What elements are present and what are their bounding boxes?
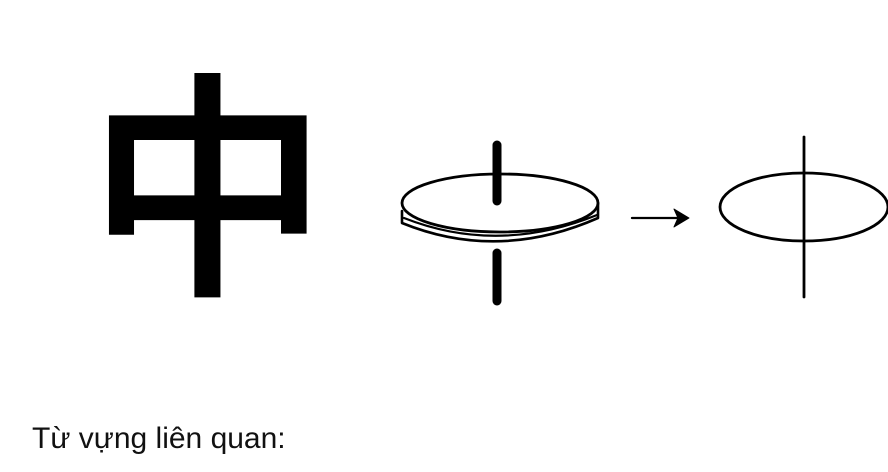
character-figure: 中 [90, 53, 888, 331]
hanzi-character: 中 [90, 53, 327, 331]
right-arrow-icon [630, 208, 690, 228]
related-vocabulary-label: Từ vựng liên quan: [32, 422, 286, 455]
spinning-top-icon [400, 140, 600, 306]
etymology-illustration [400, 135, 888, 306]
character-evolution-icon [718, 135, 888, 299]
